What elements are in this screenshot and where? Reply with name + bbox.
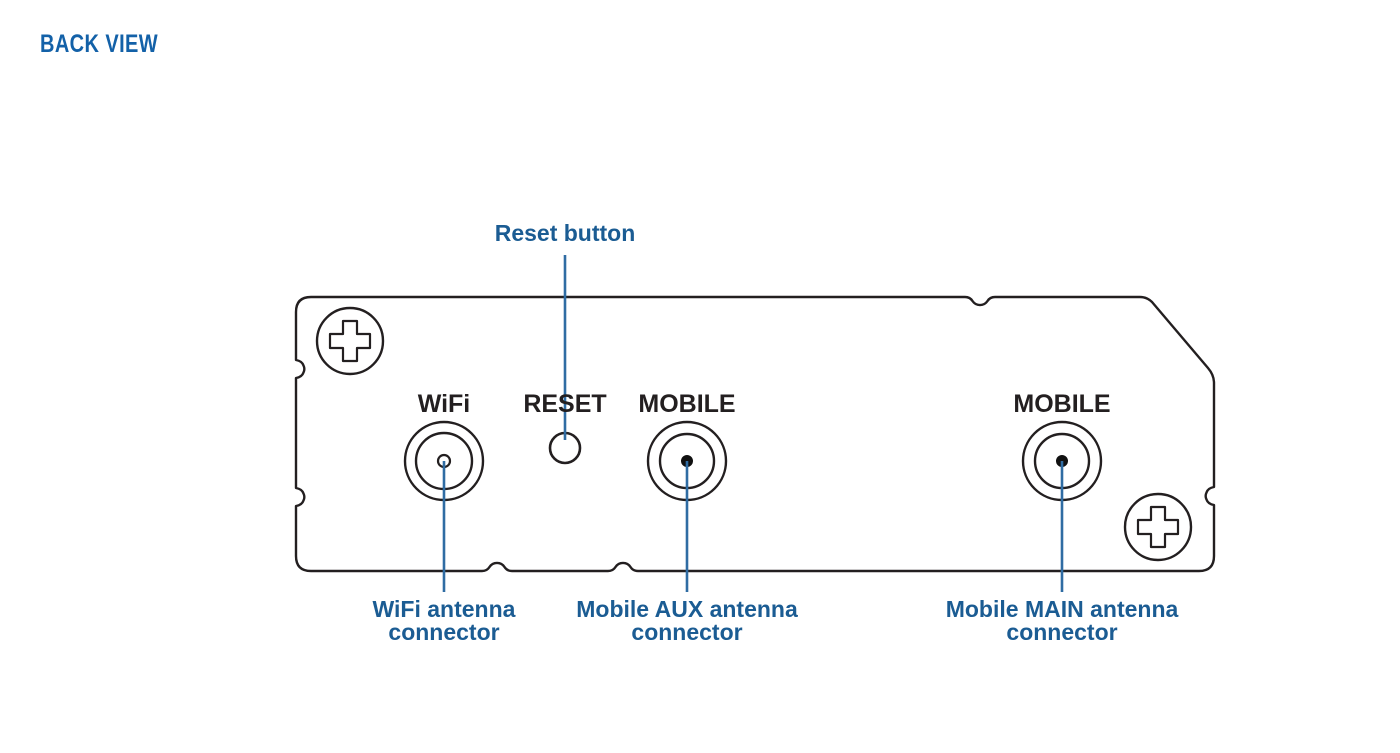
callout-mobile-main-antenna-line1: Mobile MAIN antenna: [946, 596, 1179, 622]
port-label-wifi: WiFi: [418, 390, 471, 418]
callout-mobile-aux-antenna-line2: connector: [631, 619, 742, 645]
screw-top-left: [315, 306, 385, 376]
phillips-cross-icon: [1136, 505, 1180, 549]
port-label-mobile-aux: MOBILE: [638, 390, 735, 418]
callout-wifi-antenna-line1: WiFi antenna: [373, 596, 516, 622]
screw-bottom-right: [1123, 492, 1193, 562]
callout-mobile-aux-antenna-line1: Mobile AUX antenna: [576, 596, 798, 622]
device-chassis-outline: [294, 295, 1216, 573]
callout-wifi-antenna-line2: connector: [388, 619, 499, 645]
port-label-reset: RESET: [523, 390, 606, 418]
callout-mobile-main-antenna-line2: connector: [1006, 619, 1117, 645]
phillips-cross-icon: [328, 319, 372, 363]
device-outline-group: [294, 295, 1216, 573]
page-title: BACK VIEW: [40, 30, 159, 58]
port-label-mobile-main: MOBILE: [1013, 390, 1110, 418]
callout-reset-button-line1: Reset button: [495, 220, 636, 246]
